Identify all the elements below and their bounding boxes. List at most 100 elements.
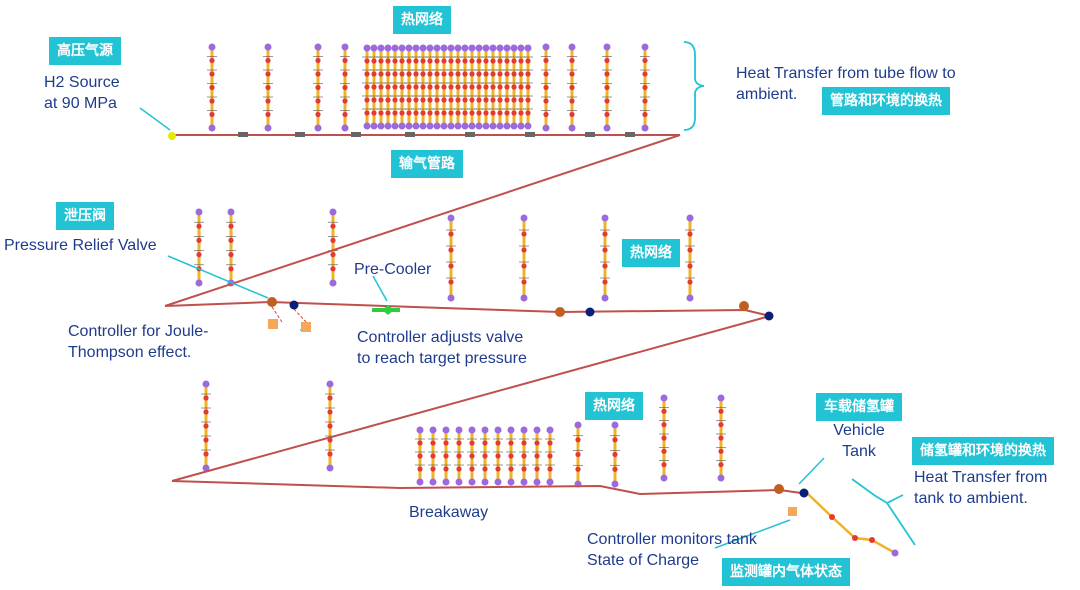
ambient-node (202, 464, 210, 472)
label-heat-tube-line2: ambient. (736, 86, 798, 103)
thermal-node (521, 279, 527, 285)
thermal-node (371, 97, 377, 103)
thermal-node (209, 71, 215, 77)
ambient-node (264, 124, 272, 132)
ambient-node (202, 380, 210, 388)
thermal-node (518, 97, 524, 103)
thermal-node (399, 71, 405, 77)
leader-lines (139, 41, 916, 549)
ambient-node (377, 44, 385, 52)
ambient-node (363, 44, 371, 52)
thermal-node (483, 84, 489, 90)
thermal-node (406, 58, 412, 64)
thermal-node (385, 84, 391, 90)
thermal-node (315, 71, 321, 77)
thermal-node (448, 263, 454, 269)
ambient-node (496, 44, 504, 52)
ambient-node (447, 214, 455, 222)
thermal-node (612, 437, 618, 443)
thermal-node (490, 58, 496, 64)
thermal-node (495, 440, 501, 446)
thermal-node (469, 97, 475, 103)
thermal-node (392, 71, 398, 77)
thermal-node (543, 111, 549, 118)
thermal-node (602, 247, 608, 253)
thermal-node (330, 252, 336, 258)
thermal-node (364, 110, 370, 116)
thermal-node (604, 71, 610, 77)
ambient-node (568, 124, 576, 132)
ambient-node (195, 279, 203, 287)
ambient-node (341, 43, 349, 51)
thermal-node (602, 263, 608, 269)
label-soc-controller: Controller monitors tank State of Charge (587, 529, 757, 571)
thermal-node (476, 58, 482, 64)
ambient-node (426, 122, 434, 130)
thermal-node (469, 453, 475, 459)
thermal-node (718, 435, 724, 441)
signal-line (271, 306, 283, 323)
thermal-node (443, 466, 449, 472)
brace-pipe-heat (683, 41, 705, 131)
tank-wall-node (869, 537, 875, 543)
thermal-node (406, 110, 412, 116)
ambient-node (341, 124, 349, 132)
thermal-node (661, 448, 667, 454)
thermal-node (420, 84, 426, 90)
ambient-node (447, 44, 455, 52)
tank-valve-icon (774, 484, 784, 494)
label-heat-transfer-tank: Heat Transfer from tank to ambient. (914, 467, 1047, 509)
thermal-node (228, 252, 234, 258)
thermal-node (315, 98, 321, 104)
thermal-node (315, 111, 321, 118)
tag-tank-env-heat: 储氢罐和环境的换热 (912, 437, 1054, 465)
ambient-node (208, 124, 216, 132)
thermal-node (427, 71, 433, 77)
thermal-node (364, 71, 370, 77)
label-h2-source: H2 Source at 90 MPa (44, 72, 120, 114)
thermal-node (448, 247, 454, 253)
thermal-node (521, 440, 527, 446)
tank-wall-chain (807, 493, 896, 555)
ambient-node (574, 421, 582, 429)
thermal-node (482, 466, 488, 472)
thermal-node (612, 466, 618, 472)
thermal-node (661, 462, 667, 468)
tank-ambient-node (891, 549, 899, 557)
thermal-node (569, 71, 575, 77)
ambient-node (455, 478, 463, 486)
label-heat-transfer-tube: Heat Transfer from tube flow to ambient. (736, 63, 956, 105)
thermal-node (434, 84, 440, 90)
tag-hp-source: 高压气源 (49, 37, 121, 65)
thermal-node (547, 440, 553, 446)
thermal-node (434, 58, 440, 64)
thermal-node (456, 440, 462, 446)
thermal-node (642, 111, 648, 118)
thermal-node (441, 58, 447, 64)
ambient-node (601, 294, 609, 302)
ambient-node (442, 478, 450, 486)
thermal-node (427, 97, 433, 103)
thermal-node (203, 437, 209, 443)
thermal-node (661, 422, 667, 428)
thermal-node (642, 57, 648, 64)
thermal-node (399, 58, 405, 64)
thermal-node (604, 111, 610, 118)
thermal-node (378, 97, 384, 103)
ambient-node (517, 122, 525, 130)
thermal-node (521, 453, 527, 459)
thermal-node (482, 440, 488, 446)
thermal-node (518, 58, 524, 64)
ambient-node (603, 124, 611, 132)
thermal-node (196, 237, 202, 243)
ambient-node (412, 44, 420, 52)
ambient-node (475, 44, 483, 52)
ambient-node (542, 124, 550, 132)
thermal-node (456, 466, 462, 472)
ambient-node (481, 478, 489, 486)
thermal-node (364, 58, 370, 64)
ambient-node (416, 426, 424, 434)
ambient-node (482, 44, 490, 52)
thermal-node (543, 98, 549, 104)
thermal-node (371, 71, 377, 77)
